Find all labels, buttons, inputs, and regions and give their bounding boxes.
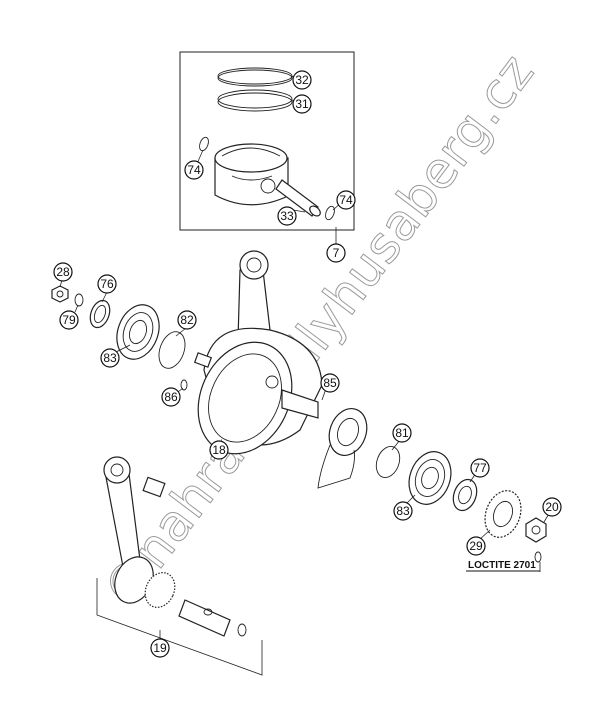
circlip-right <box>325 205 335 221</box>
piston-ring-bottom <box>217 89 293 112</box>
bearing-right <box>408 451 452 505</box>
callout-74-right: 74 <box>336 190 356 210</box>
piston <box>214 143 289 206</box>
callout-28: 28 <box>53 262 73 282</box>
bearing-left <box>116 304 160 360</box>
callout-label: 77 <box>473 461 487 475</box>
callout-83-right: 83 <box>393 501 413 521</box>
callout-83-left: 83 <box>100 348 120 368</box>
nut-left <box>51 285 69 303</box>
crank-pin <box>178 599 231 637</box>
callout-label: 82 <box>180 313 194 327</box>
leader-lines <box>59 75 551 572</box>
callout-label: 76 <box>100 277 114 291</box>
loctite-label: LOCTITE 2701 <box>468 560 536 571</box>
callout-76: 76 <box>97 274 117 294</box>
callout-label: 28 <box>56 265 70 279</box>
assembly-bracket-19 <box>96 578 263 676</box>
timing-gear <box>317 408 368 489</box>
crank-pin-washer <box>237 623 247 637</box>
callout-label: 31 <box>295 97 309 111</box>
washer-right <box>534 551 542 563</box>
callout-86: 86 <box>161 387 181 407</box>
callout-7: 7 <box>326 243 346 263</box>
callout-79: 79 <box>59 310 79 330</box>
callout-31: 31 <box>292 94 312 114</box>
primary-gear <box>484 490 522 538</box>
crankshaft <box>193 327 323 455</box>
callout-label: 33 <box>280 209 294 223</box>
callout-label: 74 <box>187 163 201 177</box>
circlip-left <box>199 136 209 152</box>
callout-18: 18 <box>209 440 229 460</box>
loctite-note: LOCTITE 2701 <box>466 560 540 572</box>
piston-pin <box>275 179 321 217</box>
callout-33: 33 <box>277 206 297 226</box>
callout-label: 20 <box>545 500 559 514</box>
callout-19: 19 <box>150 638 170 658</box>
callout-20: 20 <box>542 497 562 517</box>
callout-label: 85 <box>323 376 337 390</box>
piston-ring-top <box>217 67 293 87</box>
callout-77: 77 <box>470 458 490 478</box>
oil-seal-left <box>89 299 111 329</box>
callout-label: 86 <box>164 390 178 404</box>
callout-81: 81 <box>392 423 412 443</box>
callout-82: 82 <box>177 310 197 330</box>
callout-label: 74 <box>339 193 353 207</box>
shim-right <box>375 446 401 478</box>
shim-left <box>158 331 186 369</box>
callout-label: 19 <box>153 641 167 655</box>
oil-seal-right <box>452 478 478 512</box>
callout-85: 85 <box>320 373 340 393</box>
callout-label: 18 <box>212 443 226 457</box>
callout-label: 79 <box>62 313 76 327</box>
callout-label: 83 <box>103 351 117 365</box>
callout-32: 32 <box>292 70 312 90</box>
nut-right <box>525 517 547 543</box>
callout-74-left: 74 <box>184 160 204 180</box>
callout-label: 7 <box>333 246 340 260</box>
connecting-rod-loose <box>103 456 154 604</box>
needle-bearing <box>144 572 176 608</box>
small-end-bushing <box>142 476 166 498</box>
woodruff-key <box>180 379 188 391</box>
callout-label: 83 <box>396 504 410 518</box>
callout-label: 81 <box>395 426 409 440</box>
washer-left <box>74 293 84 307</box>
callout-29: 29 <box>466 536 486 556</box>
piston-group-frame <box>179 51 355 231</box>
callout-label: 32 <box>295 73 309 87</box>
callout-label: 29 <box>469 539 483 553</box>
